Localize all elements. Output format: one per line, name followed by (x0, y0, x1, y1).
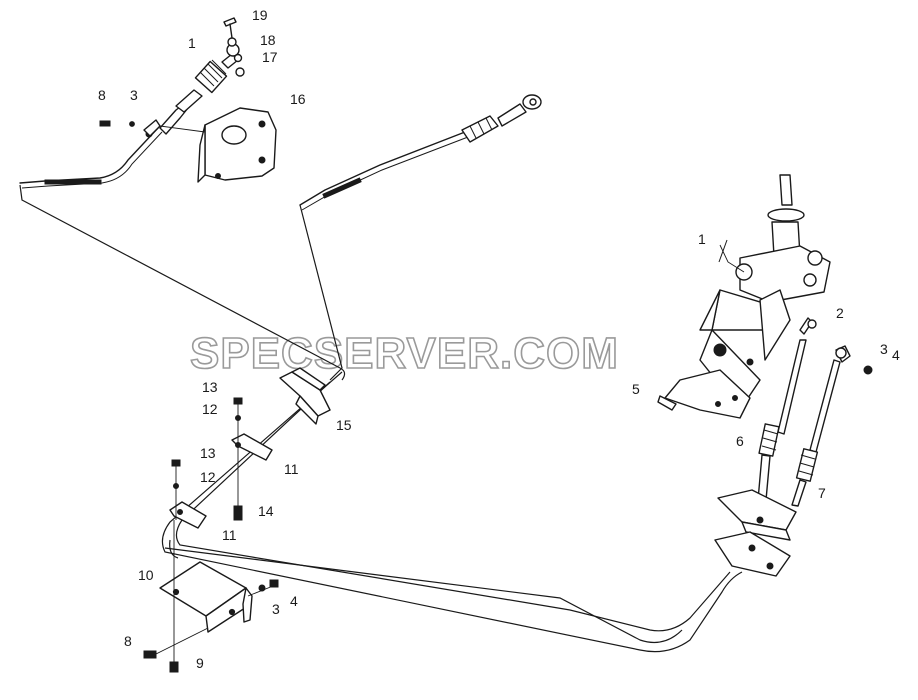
mounting-bracket-10 (143, 520, 279, 673)
callout-14: 14 (258, 503, 274, 519)
center-cable-adjuster (461, 115, 499, 143)
callout-2: 2 (836, 305, 844, 321)
callout-13-a: 13 (202, 379, 218, 395)
callout-3-bottom: 3 (272, 601, 280, 617)
shift-cables-6-7 (757, 317, 873, 507)
callout-6: 6 (736, 433, 744, 449)
callout-5: 5 (632, 381, 640, 397)
shift-tower-assembly (657, 174, 831, 419)
mounting-bracket-16 (159, 107, 277, 183)
callout-8-top: 8 (98, 87, 106, 103)
bolt-8-top (99, 120, 111, 127)
callout-10: 10 (138, 567, 154, 583)
lower-right-bracket (714, 489, 797, 577)
bolt-set-13-12 (171, 397, 243, 521)
nut-9 (169, 661, 179, 673)
callout-7: 7 (818, 485, 826, 501)
watermark-text: SPECSERVER.COM (190, 329, 619, 378)
callout-3-top: 3 (130, 87, 138, 103)
callout-labels: 1 19 18 17 16 8 3 1 2 3 4 5 6 7 13 12 15… (98, 7, 900, 671)
nut-17 (235, 67, 245, 77)
callout-1-top: 1 (188, 35, 196, 51)
callout-1-right: 1 (698, 231, 706, 247)
callout-8-bottom: 8 (124, 633, 132, 649)
callout-13-b: 13 (200, 445, 216, 461)
nut-4-bottom (269, 579, 279, 588)
threaded-adjuster (194, 60, 228, 94)
shift-lever-rod (779, 174, 793, 206)
callout-17: 17 (262, 49, 278, 65)
cable-7 (809, 359, 841, 453)
callout-12-b: 12 (200, 469, 216, 485)
ball-joint-2 (835, 347, 847, 359)
cable-sleeve (44, 179, 102, 185)
callout-4-right: 4 (892, 347, 900, 363)
bolt-8-bottom (143, 650, 157, 659)
callout-9: 9 (196, 655, 204, 671)
callout-15: 15 (336, 417, 352, 433)
tube-clamp-15 (279, 367, 331, 425)
callout-3-right: 3 (880, 341, 888, 357)
cable-6 (777, 339, 807, 435)
callout-11-b: 11 (222, 527, 237, 543)
tube-clamp-11b (169, 501, 207, 529)
callout-12-a: 12 (202, 401, 218, 417)
callout-11-a: 11 (284, 461, 299, 477)
bolt-19 (227, 37, 237, 47)
cable-tube-routing (19, 184, 743, 653)
callout-19: 19 (252, 7, 268, 23)
callout-16: 16 (290, 91, 306, 107)
callout-4-bottom: 4 (290, 593, 298, 609)
callout-18: 18 (260, 32, 276, 48)
center-cable-assembly (299, 94, 542, 211)
